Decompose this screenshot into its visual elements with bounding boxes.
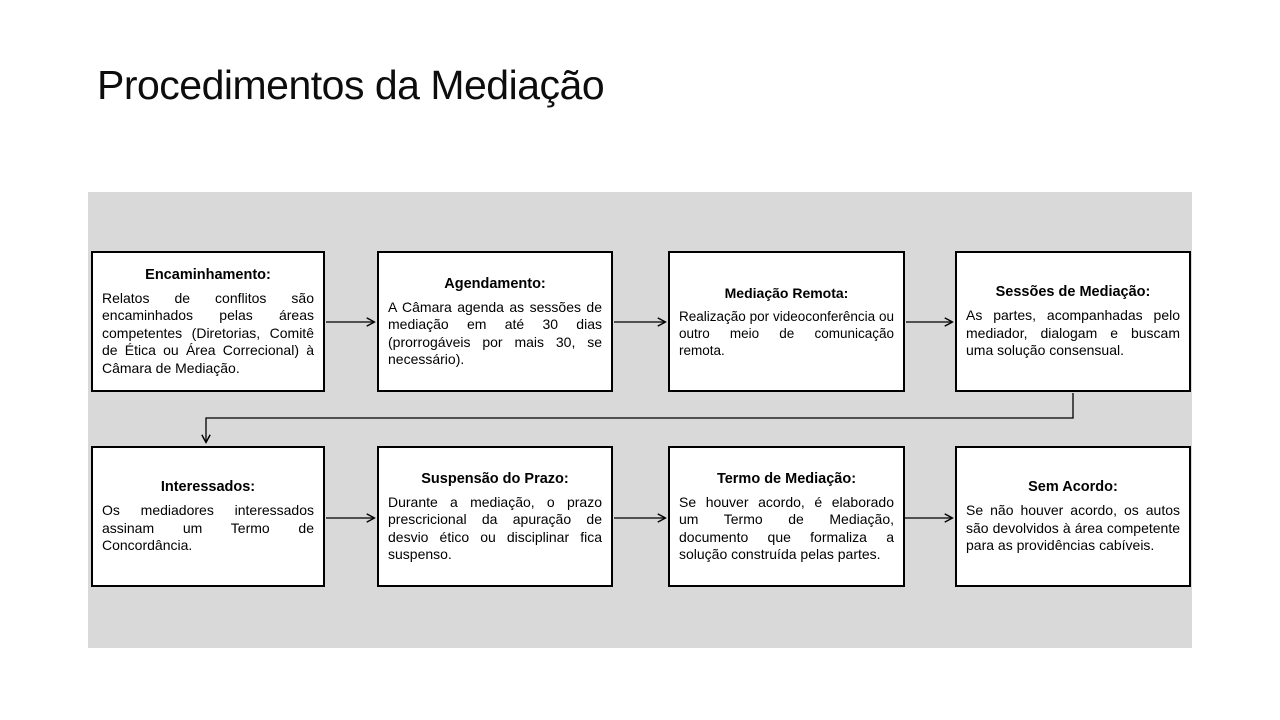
box-title: Termo de Mediação: [716,470,857,487]
box-body: Relatos de conflitos são encaminhados pe… [102,289,314,376]
flow-box-mediacao-remota: Mediação Remota: Realização por videocon… [668,251,905,392]
box-body: Os mediadores interessados assinam um Te… [102,502,314,554]
flow-box-termo-de-mediacao: Termo de Mediação: Se houver acordo, é e… [668,446,905,587]
box-body: As partes, acompanhadas pelo mediador, d… [966,307,1180,359]
flow-box-interessados: Interessados: Os mediadores interessados… [91,446,325,587]
box-title: Sem Acordo: [1028,479,1118,496]
box-title: Interessados: [160,479,256,496]
box-body: Se não houver acordo, os autos são devol… [966,502,1180,554]
flow-box-sem-acordo: Sem Acordo: Se não houver acordo, os aut… [955,446,1191,587]
box-title: Suspensão do Prazo: [421,470,569,487]
flow-box-agendamento: Agendamento: A Câmara agenda as sessões … [377,251,613,392]
page-title: Procedimentos da Mediação [97,62,605,108]
box-title: Encaminhamento: [145,266,271,283]
box-body: Durante a mediação, o prazo prescriciona… [388,493,602,562]
flow-box-encaminhamento: Encaminhamento: Relatos de conflitos são… [91,251,325,392]
box-body: Realização por videoconferência ou outro… [679,309,894,358]
box-title: Agendamento: [444,275,546,292]
box-title: Sessões de Mediação: [995,284,1151,301]
box-body: Se houver acordo, é elaborado um Termo d… [679,493,894,562]
flow-box-sessoes-de-mediacao: Sessões de Mediação: As partes, acompanh… [955,251,1191,392]
box-title: Mediação Remota: [724,285,849,301]
box-body: A Câmara agenda as sessões de mediação e… [388,298,602,367]
flow-box-suspensao-do-prazo: Suspensão do Prazo: Durante a mediação, … [377,446,613,587]
